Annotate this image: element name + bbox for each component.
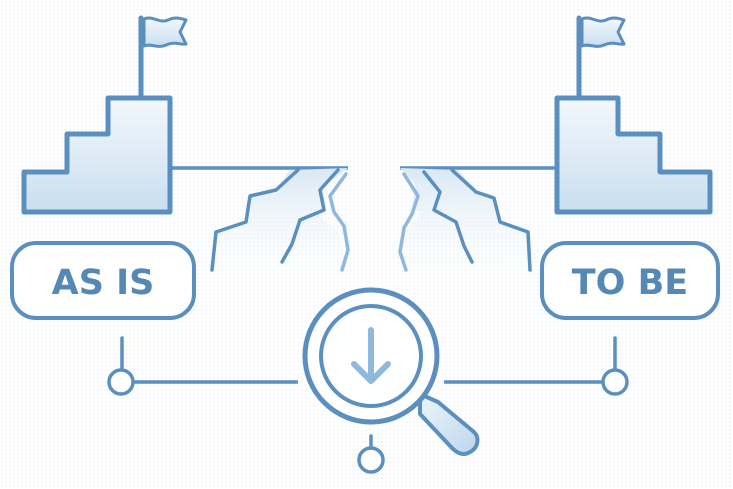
left-connector <box>107 336 298 396</box>
magnifier-handle <box>418 392 480 457</box>
stairs-icon <box>554 95 713 215</box>
to-be-text: TO BE <box>572 263 688 303</box>
as-is-label: AS IS <box>10 241 196 320</box>
right-crack <box>392 168 532 290</box>
to-be-group: TO BE <box>392 15 720 396</box>
magnifier-down-arrow-icon <box>291 276 480 474</box>
to-be-label: TO BE <box>540 241 720 320</box>
flag-icon <box>576 15 626 101</box>
as-is-group: AS IS <box>10 15 350 396</box>
flag-icon <box>138 15 188 101</box>
as-is-text: AS IS <box>52 263 155 303</box>
right-connector <box>444 336 629 396</box>
down-arrow-icon <box>351 327 391 384</box>
stairs-icon <box>21 95 173 215</box>
left-crack <box>210 168 350 290</box>
bottom-connector <box>357 434 385 474</box>
